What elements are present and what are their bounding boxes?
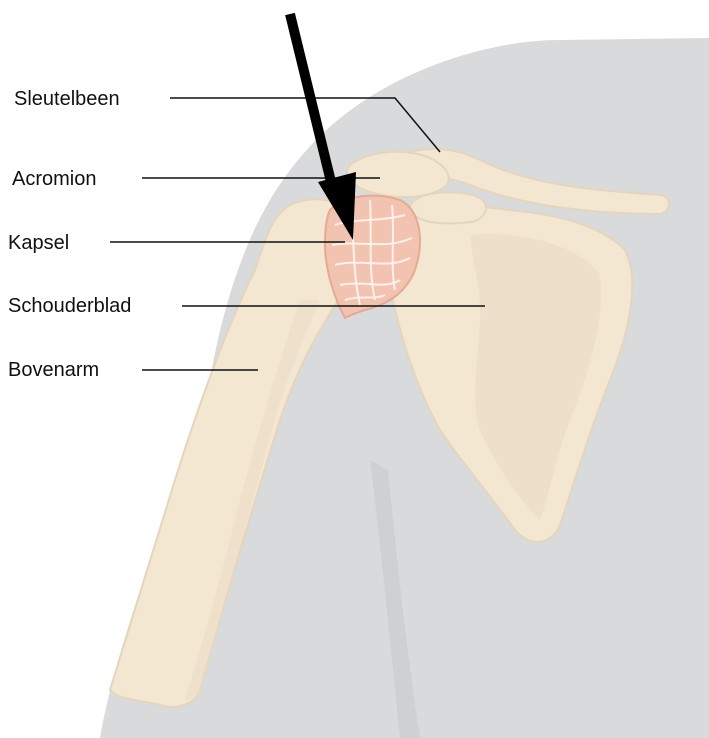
label-schouderblad: Schouderblad — [8, 296, 131, 316]
label-bovenarm: Bovenarm — [8, 360, 99, 380]
label-acromion: Acromion — [12, 169, 96, 189]
coracoid-bone — [410, 192, 486, 223]
label-sleutelbeen: Sleutelbeen — [14, 89, 120, 109]
label-kapsel: Kapsel — [8, 233, 69, 253]
